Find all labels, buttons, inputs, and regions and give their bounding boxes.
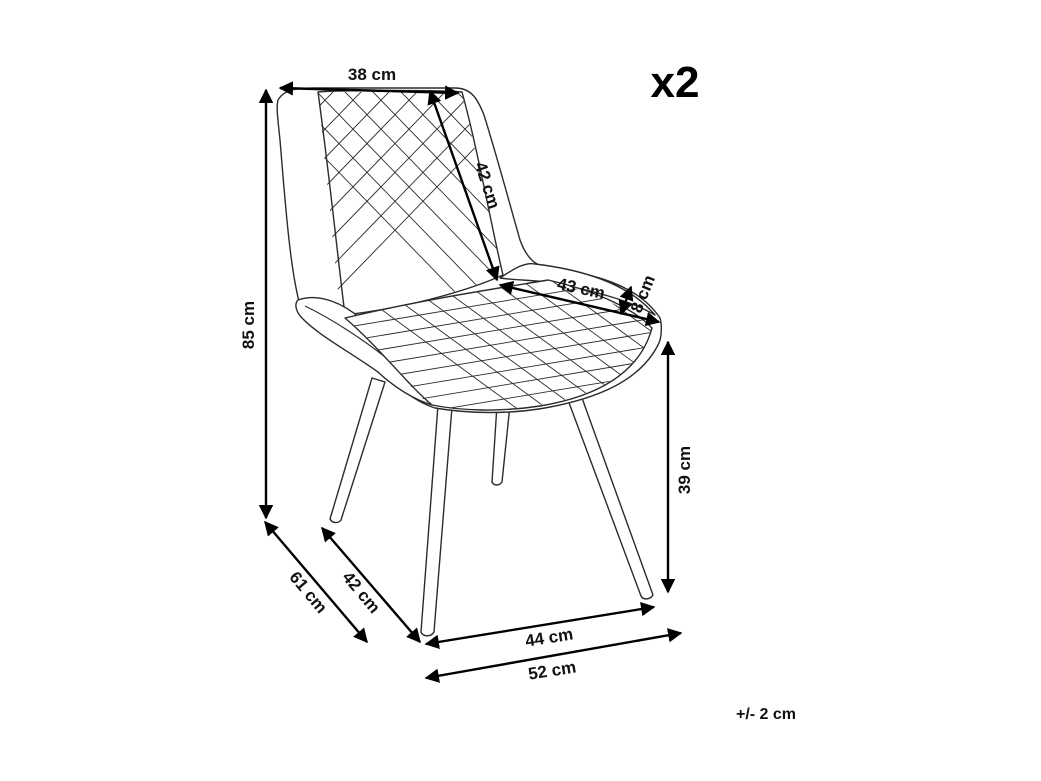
backrest-quilt-line: [0, 60, 224, 390]
backrest-quilt-line: [0, 60, 280, 390]
backrest-quilt-line: [0, 60, 168, 390]
quantity-label: x2: [651, 58, 700, 107]
backrest-quilt-line: [318, 92, 477, 312]
arrow-seat-depth: [498, 280, 661, 327]
backrest-quilt-line: [318, 92, 503, 312]
leg-front-left: [420, 404, 453, 637]
label-seat-height: 39 cm: [675, 446, 694, 494]
backrest-quilt-line: [0, 60, 252, 390]
backrest-quilt-line: [318, 92, 449, 312]
leg-front-right: [567, 397, 654, 600]
backrest-quilt-line: [0, 60, 140, 390]
arrow-seat-thickness: [618, 285, 634, 316]
label-total-height: 85 cm: [239, 301, 258, 349]
backrest-quilt-line: [0, 60, 196, 390]
backrest-quilt-line: [650, 60, 970, 390]
backrest-quilt-line: [0, 60, 308, 390]
backrest-quilt-line: [318, 92, 503, 312]
backrest-quilt-line: [318, 92, 503, 312]
backrest-quilt-line: [318, 92, 421, 312]
backrest-quilt-line: [369, 92, 503, 312]
leg-back-left: [329, 377, 386, 524]
label-seat-thickness: 8 cm: [627, 272, 659, 315]
seat-quilt-line: [690, 250, 950, 440]
seat-quilt-line: [660, 250, 920, 440]
tolerance-label: +/- 2 cm: [736, 706, 796, 723]
label-leg-width: 44 cm: [524, 624, 575, 650]
backrest-quilt-line: [622, 60, 942, 390]
arrow-backrest-height: [427, 89, 500, 282]
label-backrest-width: 38 cm: [348, 65, 396, 84]
arrow-total-width: [424, 628, 683, 683]
arrow-leg-depth: [321, 526, 421, 644]
chair-illustration: [0, 60, 970, 637]
label-total-width: 52 cm: [527, 657, 578, 683]
leg-back-right: [491, 404, 511, 486]
dimension-arrows: [258, 81, 683, 683]
backrest-quilt-line: [318, 92, 393, 312]
